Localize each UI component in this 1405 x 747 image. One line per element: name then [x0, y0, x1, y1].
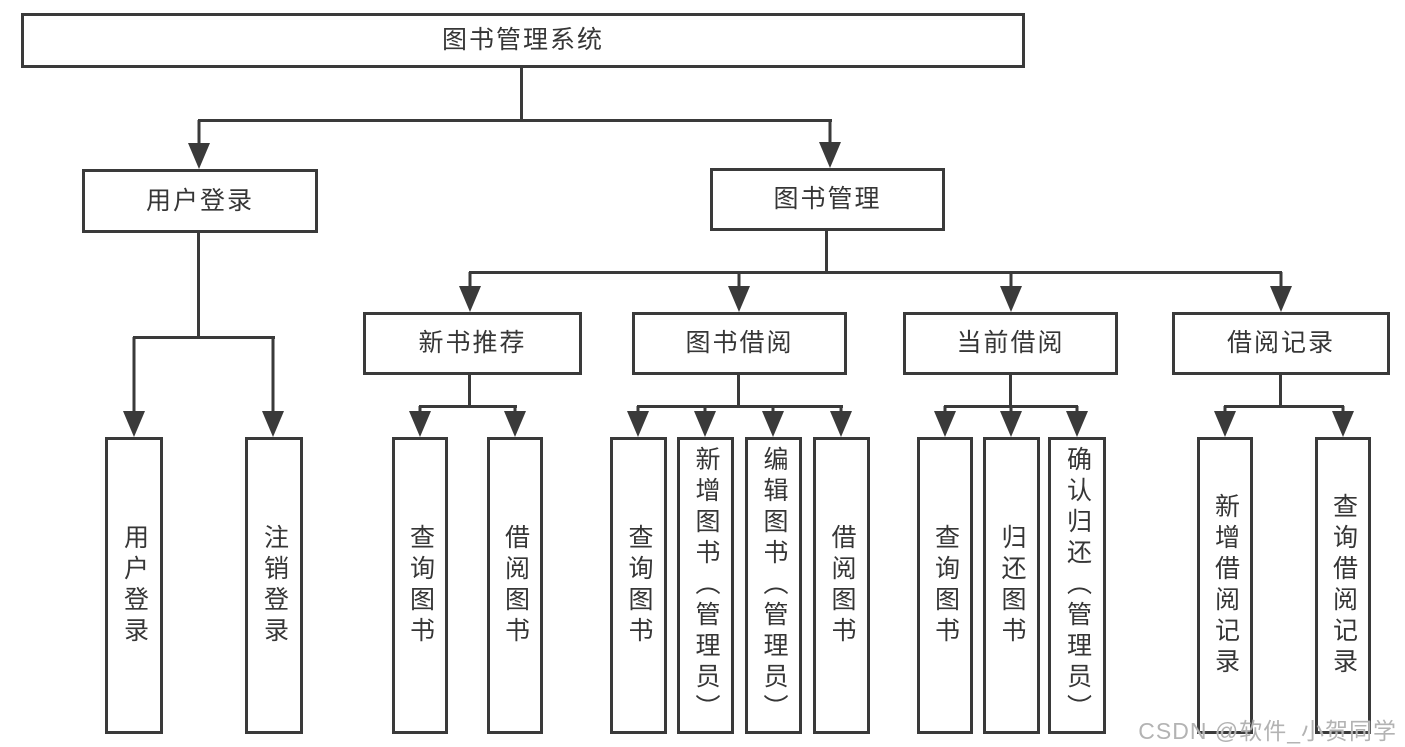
leaf-return-books: 归还图书	[983, 437, 1040, 734]
arrow-down-icon	[933, 406, 957, 437]
node-book-borrow: 图书借阅	[632, 312, 847, 375]
connector-new-book-rec-rail	[419, 405, 517, 408]
arrow-down-icon	[187, 120, 211, 169]
leaf-edit-books-admin: 编辑图书（管理员）	[745, 437, 802, 734]
connector-current-borrow-stem	[1009, 373, 1012, 407]
node-new-book-recommend: 新书推荐	[363, 312, 582, 375]
connector-new-book-rec-stem	[468, 373, 471, 407]
arrow-down-icon	[122, 337, 146, 437]
connector-level3-rail	[469, 271, 1282, 274]
arrow-down-icon	[829, 406, 853, 437]
csdn-watermark: CSDN @软件_小贺同学	[1138, 718, 1397, 744]
arrow-down-icon	[1331, 406, 1355, 437]
connector-borrow-records-stem	[1279, 373, 1282, 407]
arrow-down-icon	[408, 406, 432, 437]
connector-user-login-stem	[197, 231, 200, 338]
leaf-query-borrow-record: 查询借阅记录	[1315, 437, 1371, 734]
leaf-confirm-return-admin: 确认归还（管理员）	[1048, 437, 1106, 734]
connector-book-borrow-rail	[637, 405, 843, 408]
arrow-down-icon	[626, 406, 650, 437]
leaf-query-books-3: 查询图书	[917, 437, 973, 734]
arrow-down-icon	[818, 120, 842, 168]
node-current-borrow: 当前借阅	[903, 312, 1118, 375]
leaf-borrow-books-1: 借阅图书	[487, 437, 543, 734]
node-root: 图书管理系统	[21, 13, 1025, 68]
leaf-add-books-admin: 新增图书（管理员）	[677, 437, 734, 734]
arrow-down-icon	[1065, 406, 1089, 437]
leaf-query-books-1: 查询图书	[392, 437, 448, 734]
node-book-management: 图书管理	[710, 168, 945, 231]
arrow-down-icon	[1269, 272, 1293, 312]
arrow-down-icon	[458, 272, 482, 312]
arrow-down-icon	[1213, 406, 1237, 437]
leaf-user-login: 用户登录	[105, 437, 163, 734]
arrow-down-icon	[503, 406, 527, 437]
arrow-down-icon	[761, 406, 785, 437]
arrow-down-icon	[693, 406, 717, 437]
leaf-logout: 注销登录	[245, 437, 303, 734]
connector-root-stem	[520, 68, 523, 121]
leaf-borrow-books-2: 借阅图书	[813, 437, 870, 734]
connector-borrow-records-rail	[1224, 405, 1344, 408]
node-borrow-records: 借阅记录	[1172, 312, 1390, 375]
arrow-down-icon	[999, 272, 1023, 312]
connector-book-mgmt-stem	[825, 229, 828, 273]
arrow-down-icon	[999, 406, 1023, 437]
arrow-down-icon	[261, 337, 285, 437]
connector-level2-rail	[198, 119, 832, 122]
node-user-login: 用户登录	[82, 169, 318, 233]
leaf-query-books-2: 查询图书	[610, 437, 667, 734]
connector-user-login-rail	[133, 336, 275, 339]
connector-book-borrow-stem	[737, 373, 740, 407]
leaf-add-borrow-record: 新增借阅记录	[1197, 437, 1253, 734]
arrow-down-icon	[727, 272, 751, 312]
